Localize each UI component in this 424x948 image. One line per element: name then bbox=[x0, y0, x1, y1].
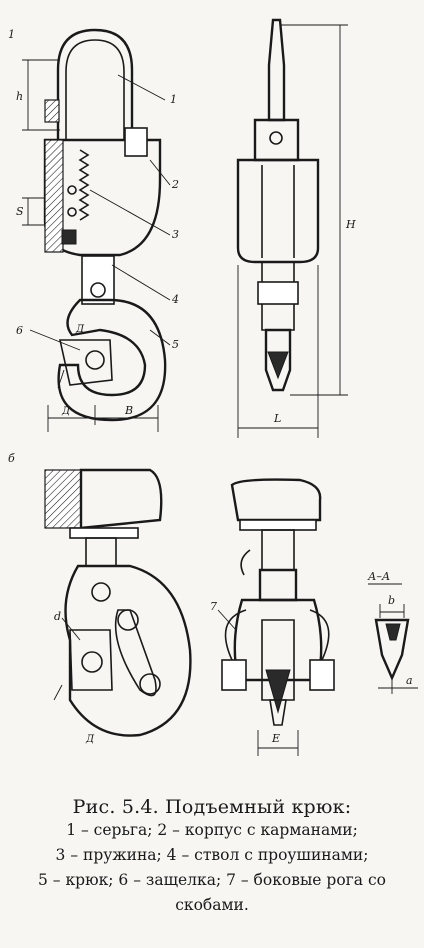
caption-line: скобами. bbox=[175, 896, 249, 914]
callout-d: d bbox=[54, 610, 61, 623]
dimension-lines-a bbox=[22, 59, 159, 432]
section-a: a bbox=[406, 674, 413, 687]
dim-h: h bbox=[16, 90, 23, 103]
dim-s: S bbox=[16, 205, 24, 218]
panel-a-label: 1 bbox=[8, 28, 15, 41]
stem-eye bbox=[90, 282, 106, 298]
section-title: А–А bbox=[367, 570, 390, 583]
latch-left-view bbox=[57, 339, 113, 389]
hook-technical-drawing: 1 1 2 3 4 5 6 bbox=[8, 18, 418, 756]
hook-front-view-b bbox=[221, 478, 335, 726]
callout-5: 5 bbox=[172, 338, 179, 351]
section-b: b bbox=[388, 594, 395, 607]
figure-caption: Рис. 5.4. Подъемный крюк: 1 – серьга; 2 … bbox=[0, 790, 424, 948]
shackle-left-view bbox=[44, 28, 134, 140]
caption-title: Рис. 5.4. Подъемный крюк: bbox=[72, 796, 352, 818]
caption-line: 3 – пружина; 4 – ствол с проушинами; bbox=[55, 846, 369, 864]
callout-2: 2 bbox=[171, 178, 179, 191]
leader-d bbox=[61, 617, 81, 641]
caption-line: 1 – серьга; 2 – корпус с карманами; bbox=[66, 821, 358, 839]
caption-line: 5 – крюк; 6 – защелка; 7 – боковые рога … bbox=[38, 871, 386, 889]
figure-drawing: 1 1 2 3 4 5 6 bbox=[8, 18, 418, 756]
leader-7 bbox=[217, 609, 237, 631]
hook-side-view-b bbox=[44, 468, 192, 737]
rivet bbox=[67, 207, 77, 217]
section-mark-d: Д bbox=[75, 324, 85, 335]
callout-6: 6 bbox=[16, 324, 23, 337]
pocket-block bbox=[61, 229, 77, 245]
dim-H: H bbox=[345, 218, 356, 231]
dim-b: В bbox=[124, 404, 133, 417]
dimension-lines-front bbox=[237, 24, 348, 438]
callout-4: 4 bbox=[171, 293, 179, 306]
dim-section-d: Д bbox=[61, 406, 71, 417]
panel-b-label: б bbox=[8, 452, 15, 465]
body-left-view bbox=[43, 127, 162, 257]
stem-left-view bbox=[81, 255, 115, 305]
callout-3: 3 bbox=[172, 228, 179, 241]
dim-L: L bbox=[273, 412, 281, 425]
dimension-e bbox=[257, 730, 299, 756]
hook-left-view bbox=[57, 298, 167, 422]
callout-7: 7 bbox=[210, 600, 217, 613]
spring-left-view bbox=[78, 149, 90, 221]
rivet bbox=[67, 185, 77, 195]
callout-section-d-b: Д bbox=[85, 734, 95, 745]
dim-E: Е bbox=[271, 732, 280, 745]
callout-leaders-a bbox=[29, 74, 171, 351]
section-view bbox=[368, 583, 418, 694]
callout-1: 1 bbox=[170, 93, 177, 106]
hook-front-view bbox=[236, 18, 320, 392]
